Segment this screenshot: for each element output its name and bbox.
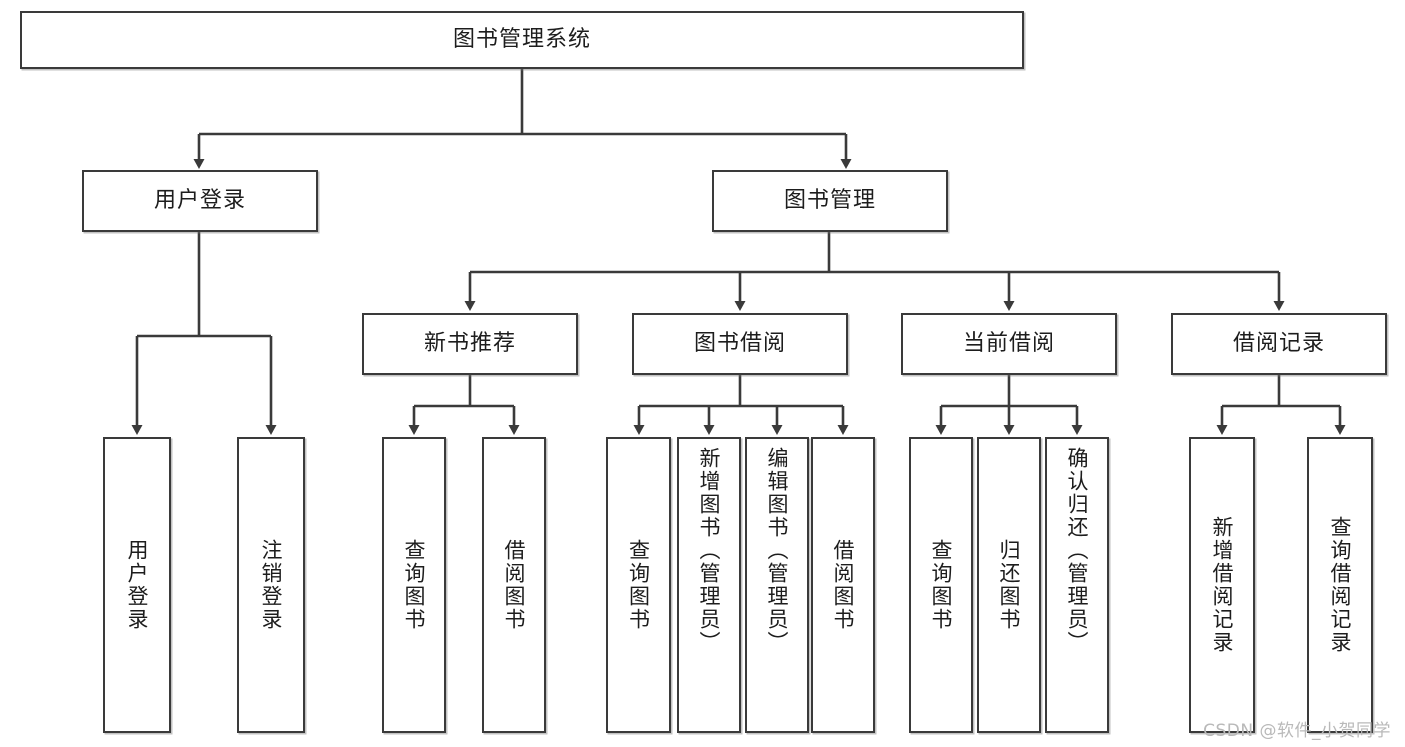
node-new-book-rec-label: 新书推荐 — [423, 331, 516, 357]
node-book-borrow-label: 图书借阅 — [693, 331, 786, 357]
node-user-login[interactable]: 用户登录 — [82, 170, 318, 232]
node-root[interactable]: 图书管理系统 — [20, 11, 1024, 69]
node-current-borrow[interactable]: 当前借阅 — [901, 313, 1117, 375]
node-leaf-query-book-3[interactable]: 查询图书 — [909, 437, 973, 733]
node-book-borrow[interactable]: 图书借阅 — [632, 313, 848, 375]
node-leaf-user-logout-label: 注销登录 — [259, 539, 284, 631]
node-leaf-add-record[interactable]: 新增借阅记录 — [1189, 437, 1255, 733]
node-leaf-add-book-label: 新增图书（管理员） — [697, 447, 722, 654]
node-leaf-borrow-book-1-label: 借阅图书 — [502, 539, 527, 631]
node-leaf-user-login[interactable]: 用户登录 — [103, 437, 171, 733]
node-leaf-query-book-1-label: 查询图书 — [402, 539, 427, 631]
node-leaf-confirm-return-label: 确认归还（管理员） — [1065, 447, 1090, 654]
node-new-book-rec[interactable]: 新书推荐 — [362, 313, 578, 375]
node-leaf-query-book-3-label: 查询图书 — [929, 539, 954, 631]
node-user-login-label: 用户登录 — [153, 188, 246, 214]
node-current-borrow-label: 当前借阅 — [962, 331, 1055, 357]
node-book-manage-label: 图书管理 — [783, 188, 876, 214]
node-leaf-query-record-label: 查询借阅记录 — [1328, 516, 1353, 654]
node-leaf-query-record[interactable]: 查询借阅记录 — [1307, 437, 1373, 733]
node-root-label: 图书管理系统 — [452, 27, 591, 53]
node-leaf-return-book[interactable]: 归还图书 — [977, 437, 1041, 733]
node-borrow-record[interactable]: 借阅记录 — [1171, 313, 1387, 375]
node-book-manage[interactable]: 图书管理 — [712, 170, 948, 232]
node-leaf-edit-book-label: 编辑图书（管理员） — [765, 447, 790, 654]
node-leaf-user-logout[interactable]: 注销登录 — [237, 437, 305, 733]
node-leaf-confirm-return[interactable]: 确认归还（管理员） — [1045, 437, 1109, 733]
node-leaf-query-book-2-label: 查询图书 — [626, 539, 651, 631]
node-leaf-return-book-label: 归还图书 — [997, 539, 1022, 631]
node-leaf-add-record-label: 新增借阅记录 — [1210, 516, 1235, 654]
node-leaf-user-login-label: 用户登录 — [125, 539, 150, 631]
csdn-watermark: CSDN @软件_小贺同学 — [1203, 721, 1391, 741]
node-borrow-record-label: 借阅记录 — [1232, 331, 1325, 357]
node-leaf-borrow-book-1[interactable]: 借阅图书 — [482, 437, 546, 733]
node-leaf-edit-book[interactable]: 编辑图书（管理员） — [745, 437, 809, 733]
node-leaf-borrow-book-2-label: 借阅图书 — [831, 539, 856, 631]
node-leaf-borrow-book-2[interactable]: 借阅图书 — [811, 437, 875, 733]
node-leaf-query-book-2[interactable]: 查询图书 — [606, 437, 671, 733]
node-leaf-query-book-1[interactable]: 查询图书 — [382, 437, 446, 733]
node-leaf-add-book[interactable]: 新增图书（管理员） — [677, 437, 741, 733]
